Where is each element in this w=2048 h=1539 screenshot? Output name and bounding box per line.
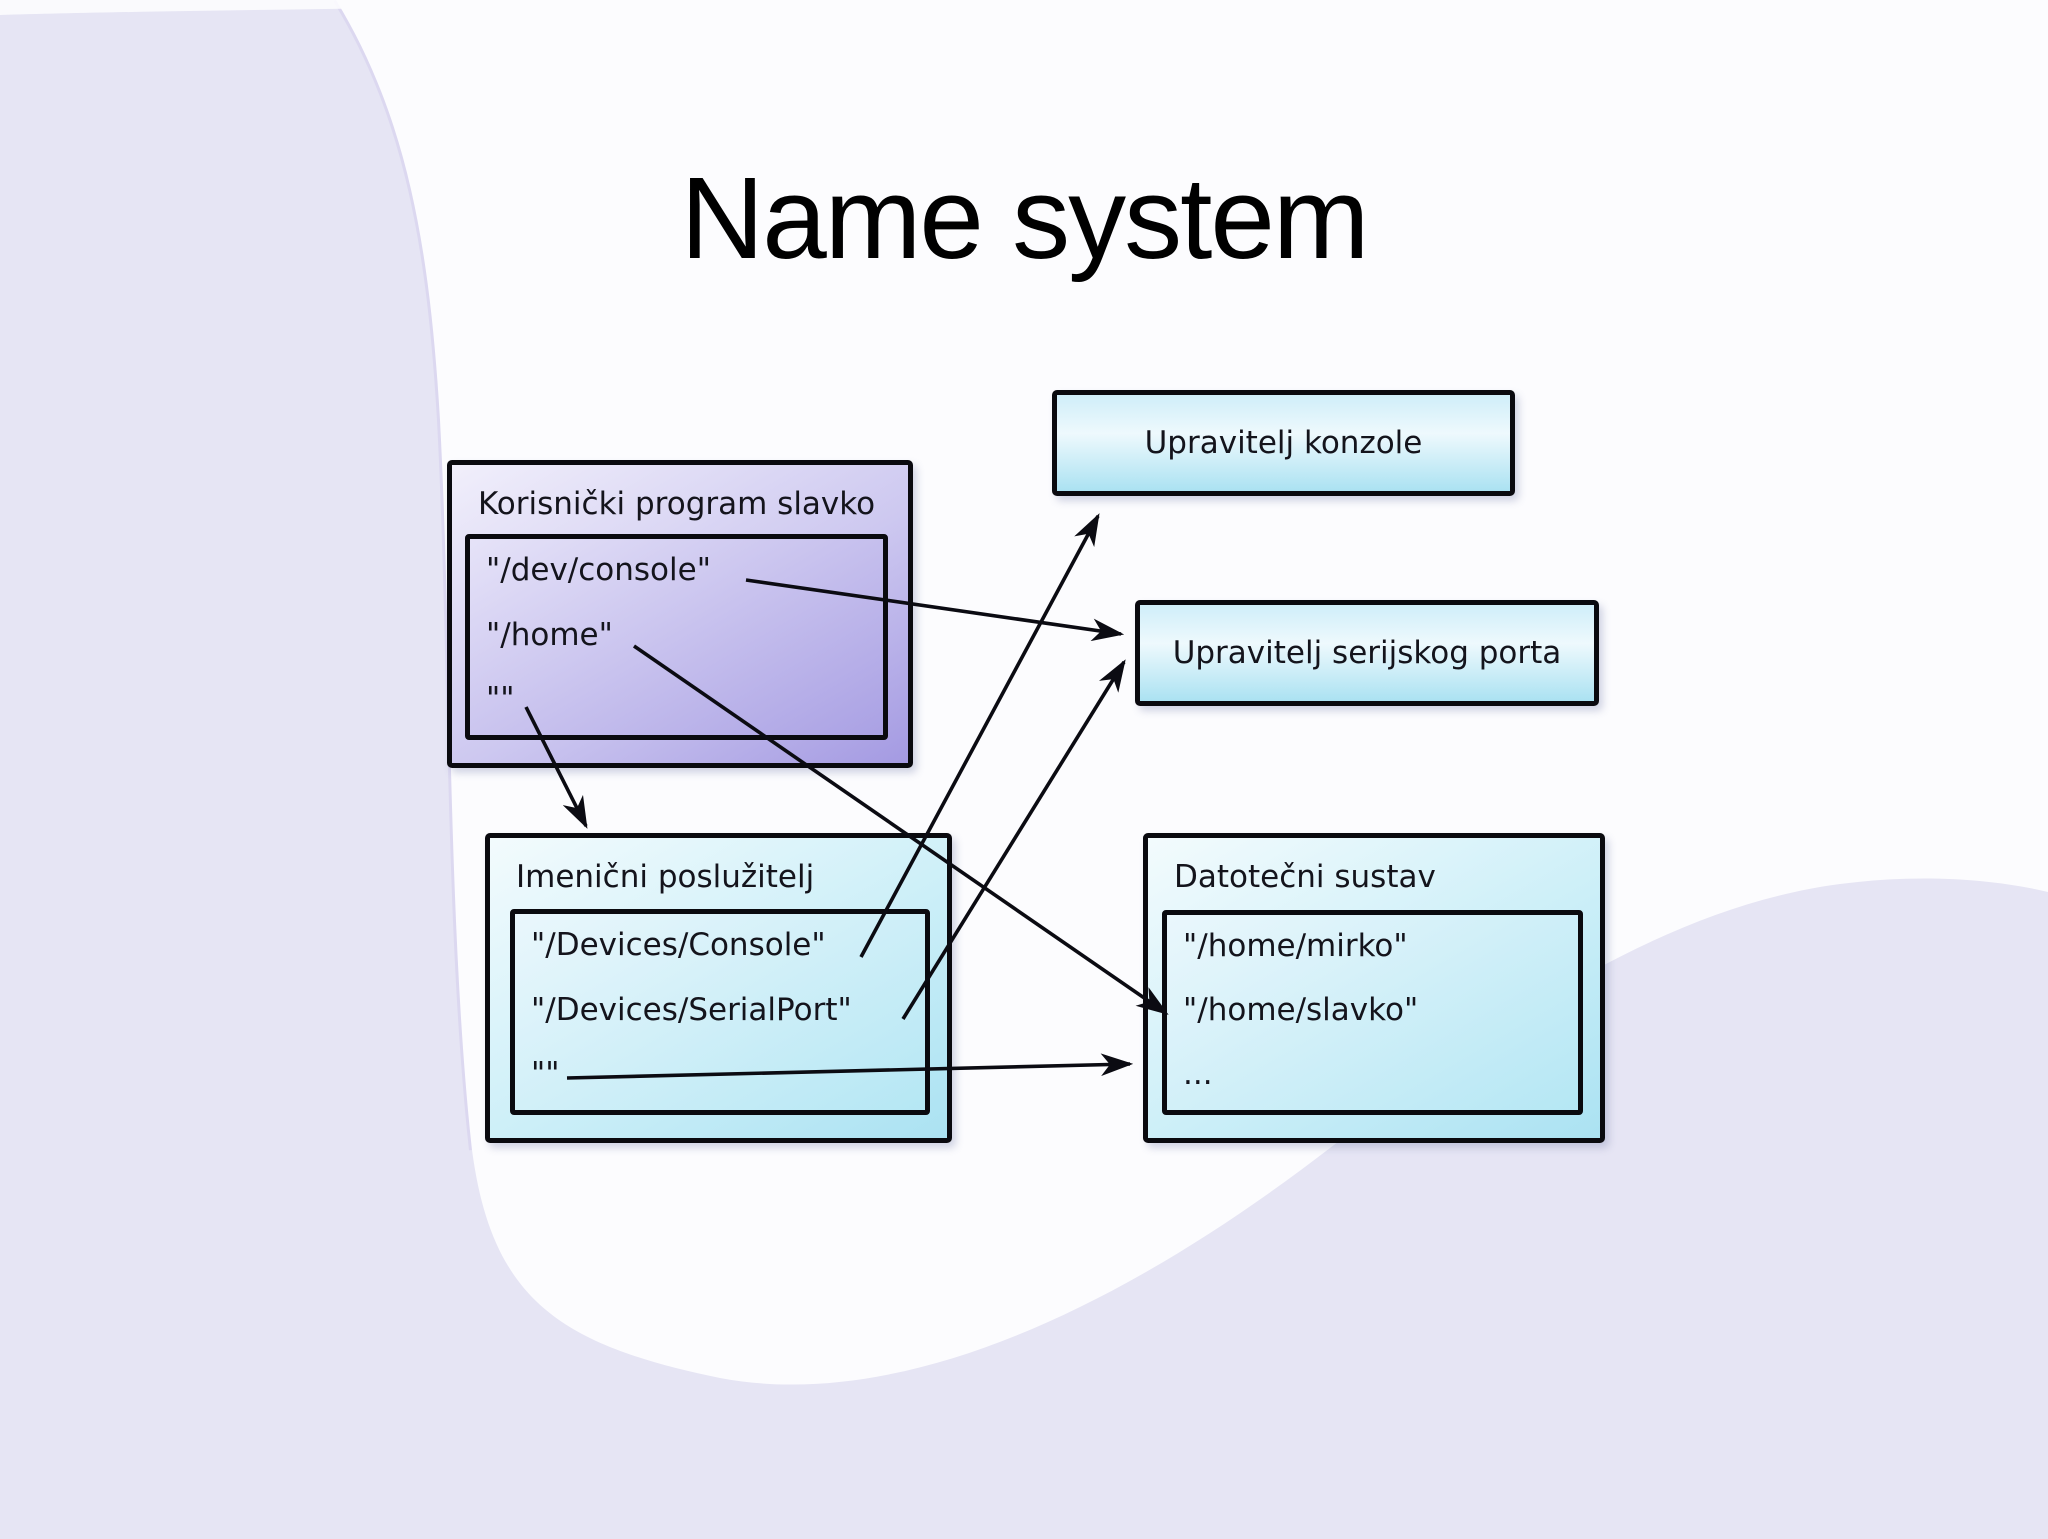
name-entry: ... — [1183, 1056, 1213, 1093]
serial-port-manager-box: Upravitelj serijskog porta — [1135, 600, 1599, 706]
name-entry: "/Devices/Console" — [531, 927, 826, 963]
user-program-label: Korisnički program slavko — [478, 486, 876, 522]
console-manager-label: Upravitelj konzole — [1144, 424, 1423, 461]
name-entry: "" — [486, 681, 515, 718]
name-entry: "/Devices/SerialPort" — [531, 991, 852, 1028]
background-top-strip — [0, 0, 2048, 15]
slide-title: Name system — [680, 153, 1369, 283]
serial-port-manager-label: Upravitelj serijskog porta — [1172, 634, 1562, 671]
name-entry: "/home/mirko" — [1183, 928, 1408, 964]
name-entry: "/home/slavko" — [1183, 992, 1419, 1029]
name-entry: "/home" — [486, 616, 613, 653]
file-system-entries-box: "/home/mirko" "/home/slavko" ... — [1162, 910, 1583, 1115]
file-system-box: Datotečni sustav "/home/mirko" "/home/sl… — [1143, 833, 1605, 1143]
file-system-label: Datotečni sustav — [1174, 859, 1436, 895]
name-server-label: Imenični poslužitelj — [516, 859, 815, 895]
name-entry: "/dev/console" — [486, 552, 711, 588]
name-entry: "" — [531, 1056, 560, 1093]
name-server-entries-box: "/Devices/Console" "/Devices/SerialPort"… — [510, 909, 930, 1115]
name-server-box: Imenični poslužitelj "/Devices/Console" … — [485, 833, 952, 1143]
user-program-box: Korisnički program slavko "/dev/console"… — [447, 460, 913, 768]
console-manager-box: Upravitelj konzole — [1052, 390, 1515, 496]
user-program-names-box: "/dev/console" "/home" "" — [465, 534, 888, 740]
